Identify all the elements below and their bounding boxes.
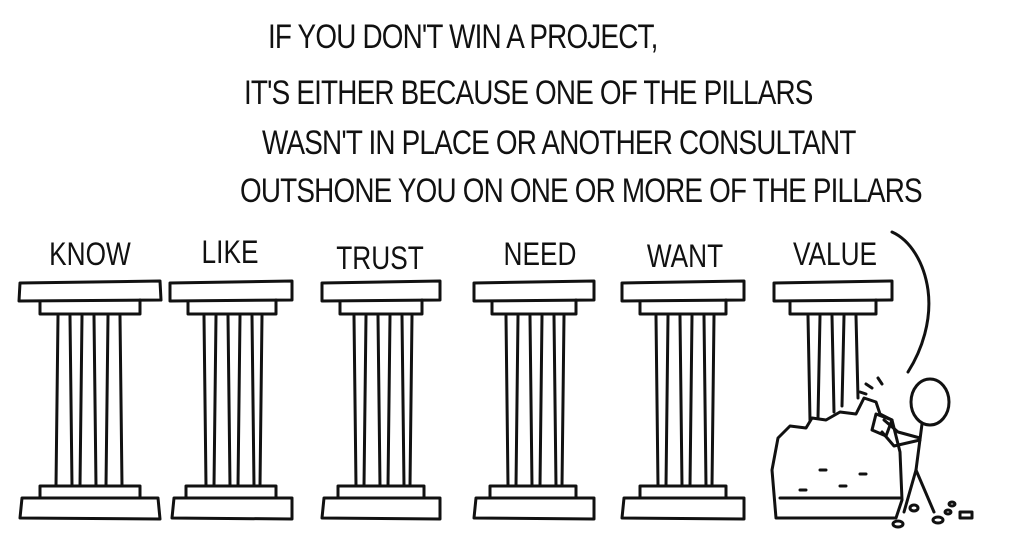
pillar-label-know: KNOW xyxy=(49,236,131,272)
pillar-label-like: LIKE xyxy=(201,234,259,270)
caption-line-3: WASN'T IN PLACE OR ANOTHER CONSULTANT xyxy=(262,124,856,162)
pillar-like xyxy=(168,279,294,521)
stick-figure xyxy=(870,377,951,514)
caption-line-4: OUTSHONE YOU ON ONE OR MORE OF THE PILLA… xyxy=(240,172,923,210)
pillar-want xyxy=(620,279,746,521)
pointer-arrow xyxy=(890,230,931,374)
pillar-need xyxy=(472,279,596,521)
rubble xyxy=(891,500,974,529)
pillar-label-need: NEED xyxy=(503,236,577,272)
pillar-label-want: WANT xyxy=(646,238,724,274)
pillar-know xyxy=(17,279,163,521)
pillar-trust xyxy=(320,279,442,521)
caption-line-2: IT'S EITHER BECAUSE ONE OF THE PILLARS xyxy=(244,74,813,112)
pillar-value-broken xyxy=(770,279,904,520)
pillar-label-value: VALUE xyxy=(792,236,878,272)
caption-line-1: IF YOU DON'T WIN A PROJECT, xyxy=(268,18,658,56)
pillar-label-trust: TRUST xyxy=(336,240,424,276)
